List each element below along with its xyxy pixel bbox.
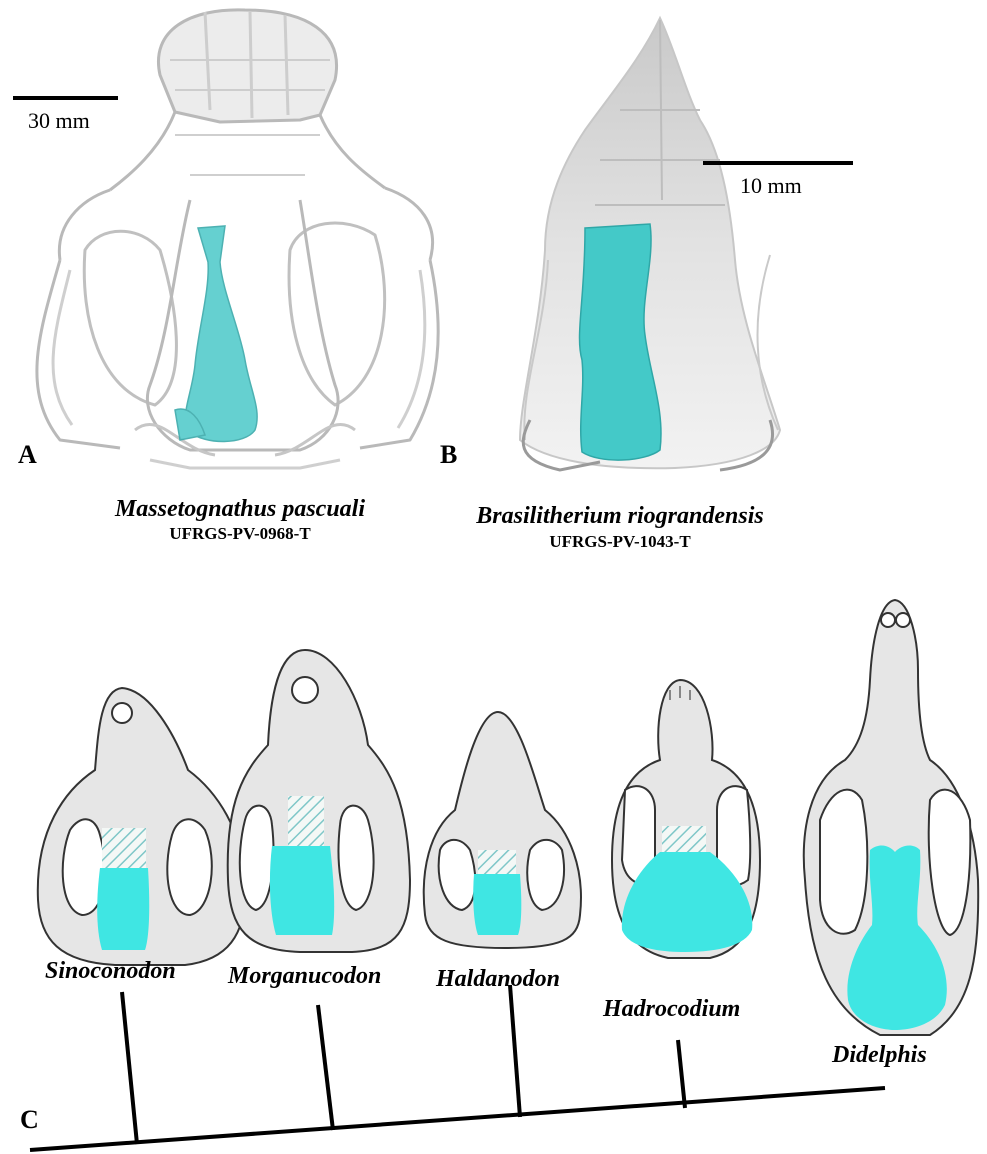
brain-endocast-a: [175, 226, 257, 442]
cladogram: [30, 985, 885, 1150]
taxon-label-morganucodon: Morganucodon: [228, 963, 381, 990]
skull-haldanodon: [424, 712, 581, 948]
skull-sinoconodon: [38, 688, 246, 965]
species-name-b: Brasilitherium riograndensis: [440, 503, 800, 530]
taxon-label-haldanodon: Haldanodon: [436, 966, 560, 993]
skull-morganucodon: [228, 650, 410, 952]
scale-label-b: 10 mm: [740, 173, 802, 199]
panel-letter-c: C: [20, 1105, 39, 1135]
specimen-id-a: UFRGS-PV-0968-T: [80, 524, 400, 544]
scale-bar-a: [13, 96, 118, 100]
taxon-label-hadrocodium: Hadrocodium: [603, 996, 740, 1023]
taxon-label-didelphis: Didelphis: [832, 1042, 927, 1069]
species-name-a: Massetognathus pascuali: [80, 496, 400, 523]
scale-bar-b: [703, 161, 853, 165]
skull-hadrocodium: [612, 680, 760, 958]
scale-label-a: 30 mm: [28, 108, 90, 134]
specimen-id-b: UFRGS-PV-1043-T: [440, 532, 800, 552]
panel-letter-a: A: [18, 440, 37, 470]
panel-letter-b: B: [440, 440, 457, 470]
skull-didelphis: [804, 600, 978, 1035]
taxon-label-sinoconodon: Sinoconodon: [45, 958, 176, 985]
